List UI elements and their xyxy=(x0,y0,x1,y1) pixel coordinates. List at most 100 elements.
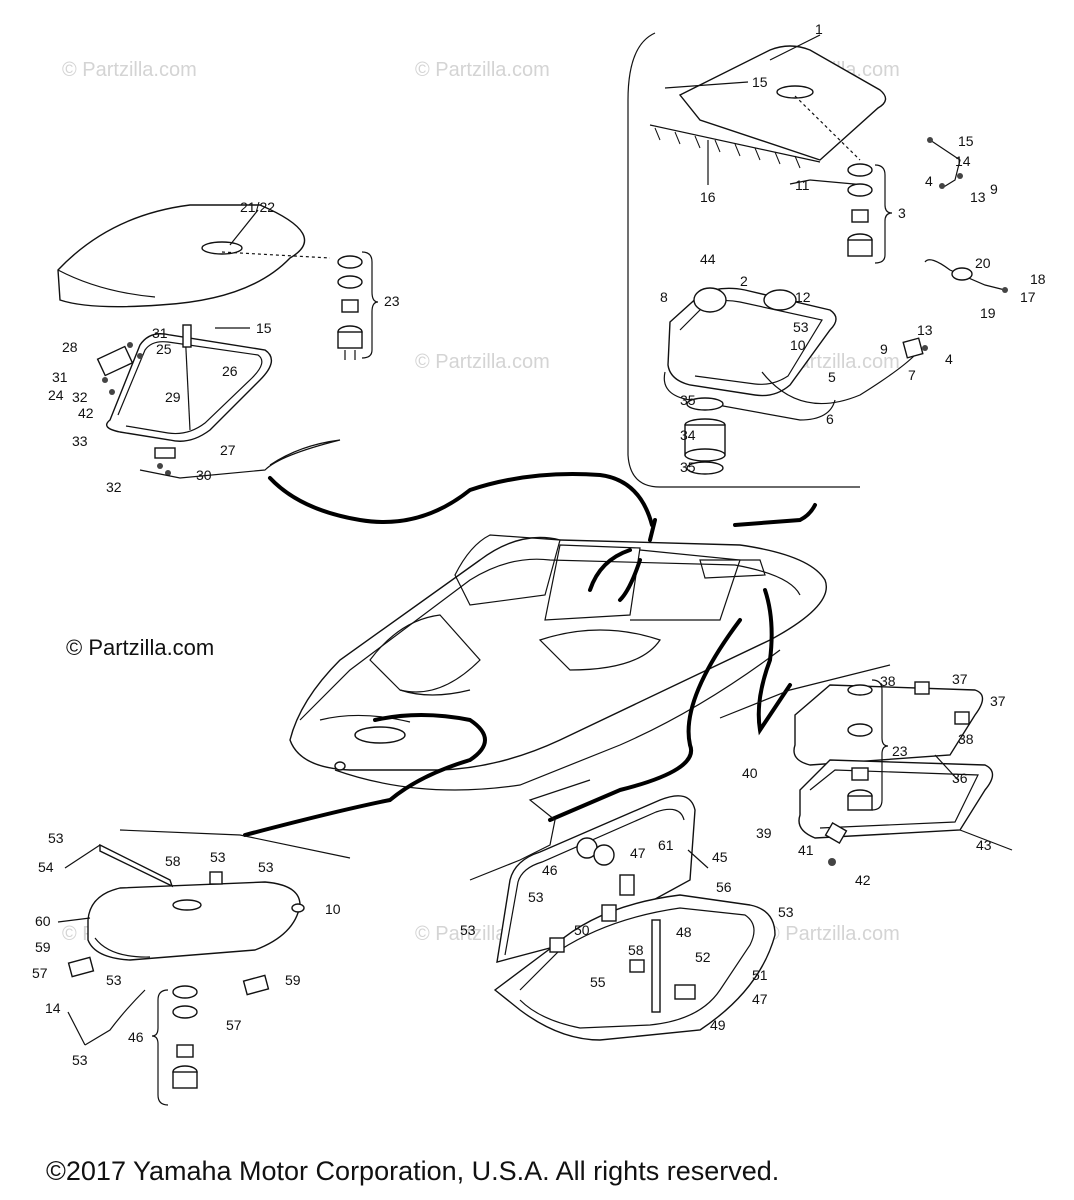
callout-number: 6 xyxy=(826,411,834,427)
callout-number: 32 xyxy=(72,389,88,405)
callout-number: 61 xyxy=(658,837,674,853)
callout-number: 40 xyxy=(742,765,758,781)
callout-number: 4 xyxy=(925,173,933,189)
cup-holder-assembly-left xyxy=(337,251,379,360)
cup-holder-assembly-bottom xyxy=(151,985,198,1106)
callout-number: 59 xyxy=(35,939,51,955)
callout-number: 25 xyxy=(156,341,172,357)
callout-number: 59 xyxy=(285,972,301,988)
seat-back-part xyxy=(649,45,887,186)
callout-number: 37 xyxy=(952,671,968,687)
callout-number: 56 xyxy=(716,879,732,895)
callout-number: 45 xyxy=(712,849,728,865)
callout-number: 17 xyxy=(1020,289,1036,305)
callout-number: 44 xyxy=(700,251,716,267)
callout-number: 47 xyxy=(630,845,646,861)
callout-number: 42 xyxy=(855,872,871,888)
callout-number: 54 xyxy=(38,859,54,875)
callout-number: 57 xyxy=(226,1017,242,1033)
storage-frame-part xyxy=(106,324,273,442)
hinge-hardware xyxy=(96,342,176,476)
callout-number: 42 xyxy=(78,405,94,421)
callout-number: 55 xyxy=(590,974,606,990)
tie-rod-part xyxy=(927,137,963,189)
callout-number: 32 xyxy=(106,479,122,495)
callout-number: 9 xyxy=(990,181,998,197)
drain-filter-part xyxy=(684,397,726,475)
storage-tray-part xyxy=(663,287,916,421)
callout-number: 36 xyxy=(952,770,968,786)
watermark-text: © Partzilla.com xyxy=(415,59,550,81)
callout-number: 53 xyxy=(72,1052,88,1068)
seat-cushion-part xyxy=(57,204,331,308)
callout-number: 30 xyxy=(196,467,212,483)
callout-number: 10 xyxy=(790,337,806,353)
callout-number: 24 xyxy=(48,387,64,403)
boat-hull xyxy=(289,534,827,791)
callout-number: 53 xyxy=(210,849,226,865)
callout-number: 48 xyxy=(676,924,692,940)
callout-number: 49 xyxy=(710,1017,726,1033)
callout-number: 53 xyxy=(778,904,794,920)
callout-number: 5 xyxy=(828,369,836,385)
callout-number: 15 xyxy=(958,133,974,149)
callout-number: 35 xyxy=(680,392,696,408)
cup-holder-assembly-right xyxy=(847,163,893,264)
leader-lines xyxy=(57,34,1013,1046)
callout-number: 53 xyxy=(460,922,476,938)
callout-number: 47 xyxy=(752,991,768,1007)
callout-number: 58 xyxy=(628,942,644,958)
callout-number: 21/22 xyxy=(240,199,275,215)
callout-number: 27 xyxy=(220,442,236,458)
latch-bracket-part xyxy=(902,337,928,359)
callout-number: 29 xyxy=(165,389,181,405)
callout-number: 13 xyxy=(970,189,986,205)
callout-number: 18 xyxy=(1030,271,1046,287)
watermark-text: © Partzilla.com xyxy=(62,59,197,81)
callout-number: 33 xyxy=(72,433,88,449)
callout-number: 38 xyxy=(880,673,896,689)
callout-number: 53 xyxy=(258,859,274,875)
callout-number: 14 xyxy=(45,1000,61,1016)
callout-number: 23 xyxy=(892,743,908,759)
callout-number: 14 xyxy=(955,153,971,169)
callout-number: 19 xyxy=(980,305,996,321)
callout-number: 57 xyxy=(32,965,48,981)
callout-number: 43 xyxy=(976,837,992,853)
callout-number: 52 xyxy=(695,949,711,965)
watermark-text: © Partzilla.com xyxy=(765,923,900,945)
callout-number: 2 xyxy=(740,273,748,289)
callout-number: 31 xyxy=(52,369,68,385)
callout-number: 9 xyxy=(880,341,888,357)
callout-number: 26 xyxy=(222,363,238,379)
callout-number: 10 xyxy=(325,901,341,917)
callout-number: 38 xyxy=(958,731,974,747)
callout-number: 37 xyxy=(990,693,1006,709)
connector-lines xyxy=(119,439,891,881)
storage-compartment-center xyxy=(493,795,776,1041)
callout-number: 58 xyxy=(165,853,181,869)
callout-number: 46 xyxy=(542,862,558,878)
callout-number: 28 xyxy=(62,339,78,355)
callout-number: 12 xyxy=(795,289,811,305)
spring-cable-part xyxy=(924,259,1008,293)
callout-number: 53 xyxy=(106,972,122,988)
callout-number: 35 xyxy=(680,459,696,475)
callout-number: 51 xyxy=(752,967,768,983)
callout-number: 11 xyxy=(795,177,810,193)
callout-number: 34 xyxy=(680,427,696,443)
callout-number: 16 xyxy=(700,189,716,205)
callout-number: 15 xyxy=(256,320,272,336)
copyright-watermark: © Partzilla.com xyxy=(66,635,215,660)
callout-number: 53 xyxy=(48,830,64,846)
callout-number: 23 xyxy=(384,293,400,309)
callout-number: 20 xyxy=(975,255,991,271)
callout-number: 60 xyxy=(35,913,51,929)
callout-number: 4 xyxy=(945,351,953,367)
inset-frame-top-right xyxy=(627,32,860,488)
callout-number: 3 xyxy=(898,205,906,221)
callout-number: 8 xyxy=(660,289,668,305)
callout-number: 13 xyxy=(917,322,933,338)
